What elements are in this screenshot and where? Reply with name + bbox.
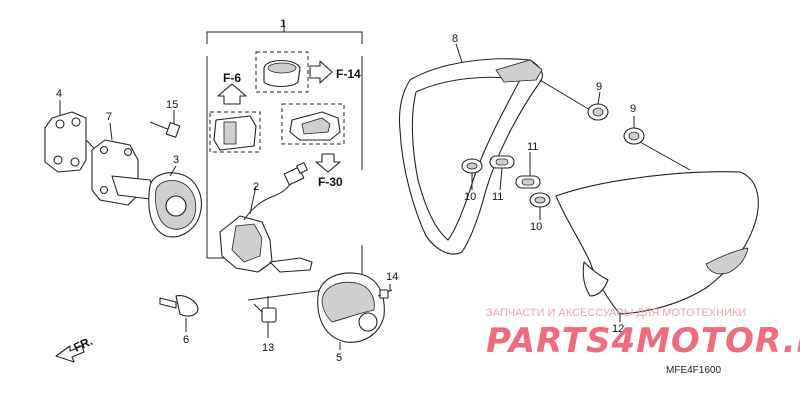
part-6-key <box>159 295 199 332</box>
part-5-cover <box>317 272 385 350</box>
callout-11a: 11 <box>492 191 503 203</box>
callout-15: 15 <box>166 99 178 111</box>
direction-arrow-icon: FR. <box>55 334 95 363</box>
grommet-11-right <box>515 152 541 189</box>
part-15-bolt <box>149 110 181 138</box>
callout-9b: 9 <box>630 103 636 115</box>
grommet-10-right <box>529 192 551 220</box>
callout-14: 14 <box>386 271 398 283</box>
callout-9a: 9 <box>596 81 602 93</box>
watermark-logo: PARTS4MOTOR.RU <box>486 321 800 361</box>
f14-detail-box <box>255 51 333 93</box>
part-8-left-side-cover <box>398 43 591 255</box>
part-13-screw <box>253 296 277 338</box>
grommet-9-upper <box>587 91 609 121</box>
callout-10a: 10 <box>464 191 476 203</box>
callout-11b: 11 <box>527 141 538 153</box>
callout-2: 2 <box>253 181 259 193</box>
callout-4: 4 <box>56 88 62 100</box>
ref-f30: F-30 <box>318 175 343 189</box>
callout-6: 6 <box>183 334 189 346</box>
watermark-tagline: ЗАПЧАСТИ И АКСЕССУАРЫ ДЛЯ МОТОТЕХНИКИ <box>486 307 746 319</box>
callout-12: 12 <box>612 323 624 335</box>
grommet-11-left <box>489 155 515 191</box>
callout-3: 3 <box>173 154 179 166</box>
part-14-screw <box>377 284 393 299</box>
ref-f6: F-6 <box>223 71 241 85</box>
direction-label: FR. <box>71 334 94 355</box>
ref-f14: F-14 <box>336 67 361 81</box>
part-12-right-side-cover <box>555 171 759 322</box>
callout-7: 7 <box>106 111 112 123</box>
callout-10b: 10 <box>530 221 542 233</box>
part-4-plate <box>44 100 87 173</box>
grommet-10-left <box>461 158 483 190</box>
f6-detail-box <box>209 83 261 153</box>
callout-13: 13 <box>262 342 274 354</box>
part-3-lock-cylinder <box>111 165 202 238</box>
f30-detail-box <box>281 103 345 173</box>
callout-1: 1 <box>280 18 286 30</box>
diagram-code: MFE4F1600 <box>666 365 721 376</box>
part-2-ignition-switch <box>219 162 313 273</box>
callout-8: 8 <box>452 33 458 45</box>
callout-5: 5 <box>336 352 342 364</box>
grommet-9-lower <box>623 116 691 171</box>
